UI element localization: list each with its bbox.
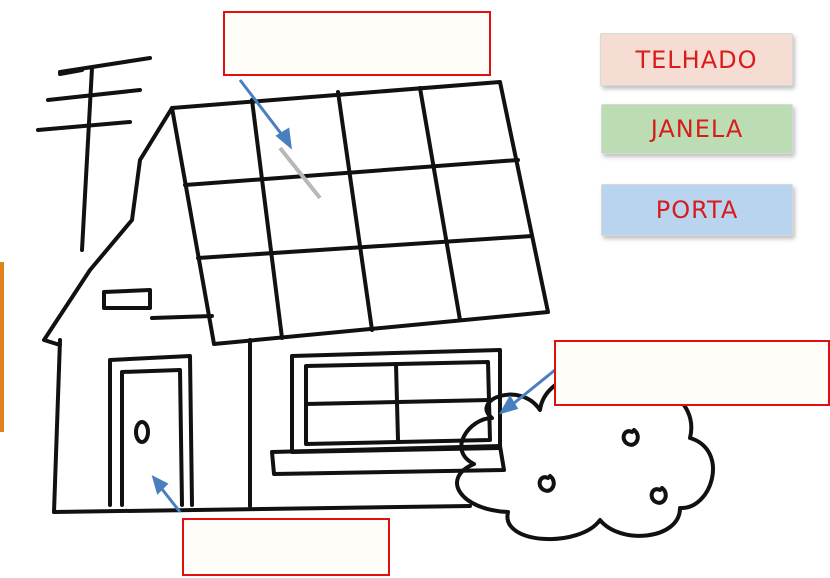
window-answer-box[interactable] bbox=[554, 340, 830, 406]
door-drawing bbox=[110, 356, 192, 505]
word-card-porta[interactable]: PORTA bbox=[601, 184, 793, 236]
word-card-telhado[interactable]: TELHADO bbox=[600, 33, 793, 86]
roof-drawing bbox=[172, 82, 548, 344]
roof-pointer-arrow bbox=[240, 80, 286, 140]
roof-answer-box[interactable] bbox=[223, 11, 491, 76]
word-card-janela[interactable]: JANELA bbox=[601, 104, 793, 154]
window-drawing bbox=[272, 350, 504, 474]
door-answer-box[interactable] bbox=[182, 518, 390, 576]
faint-arrow-trace bbox=[280, 148, 320, 198]
